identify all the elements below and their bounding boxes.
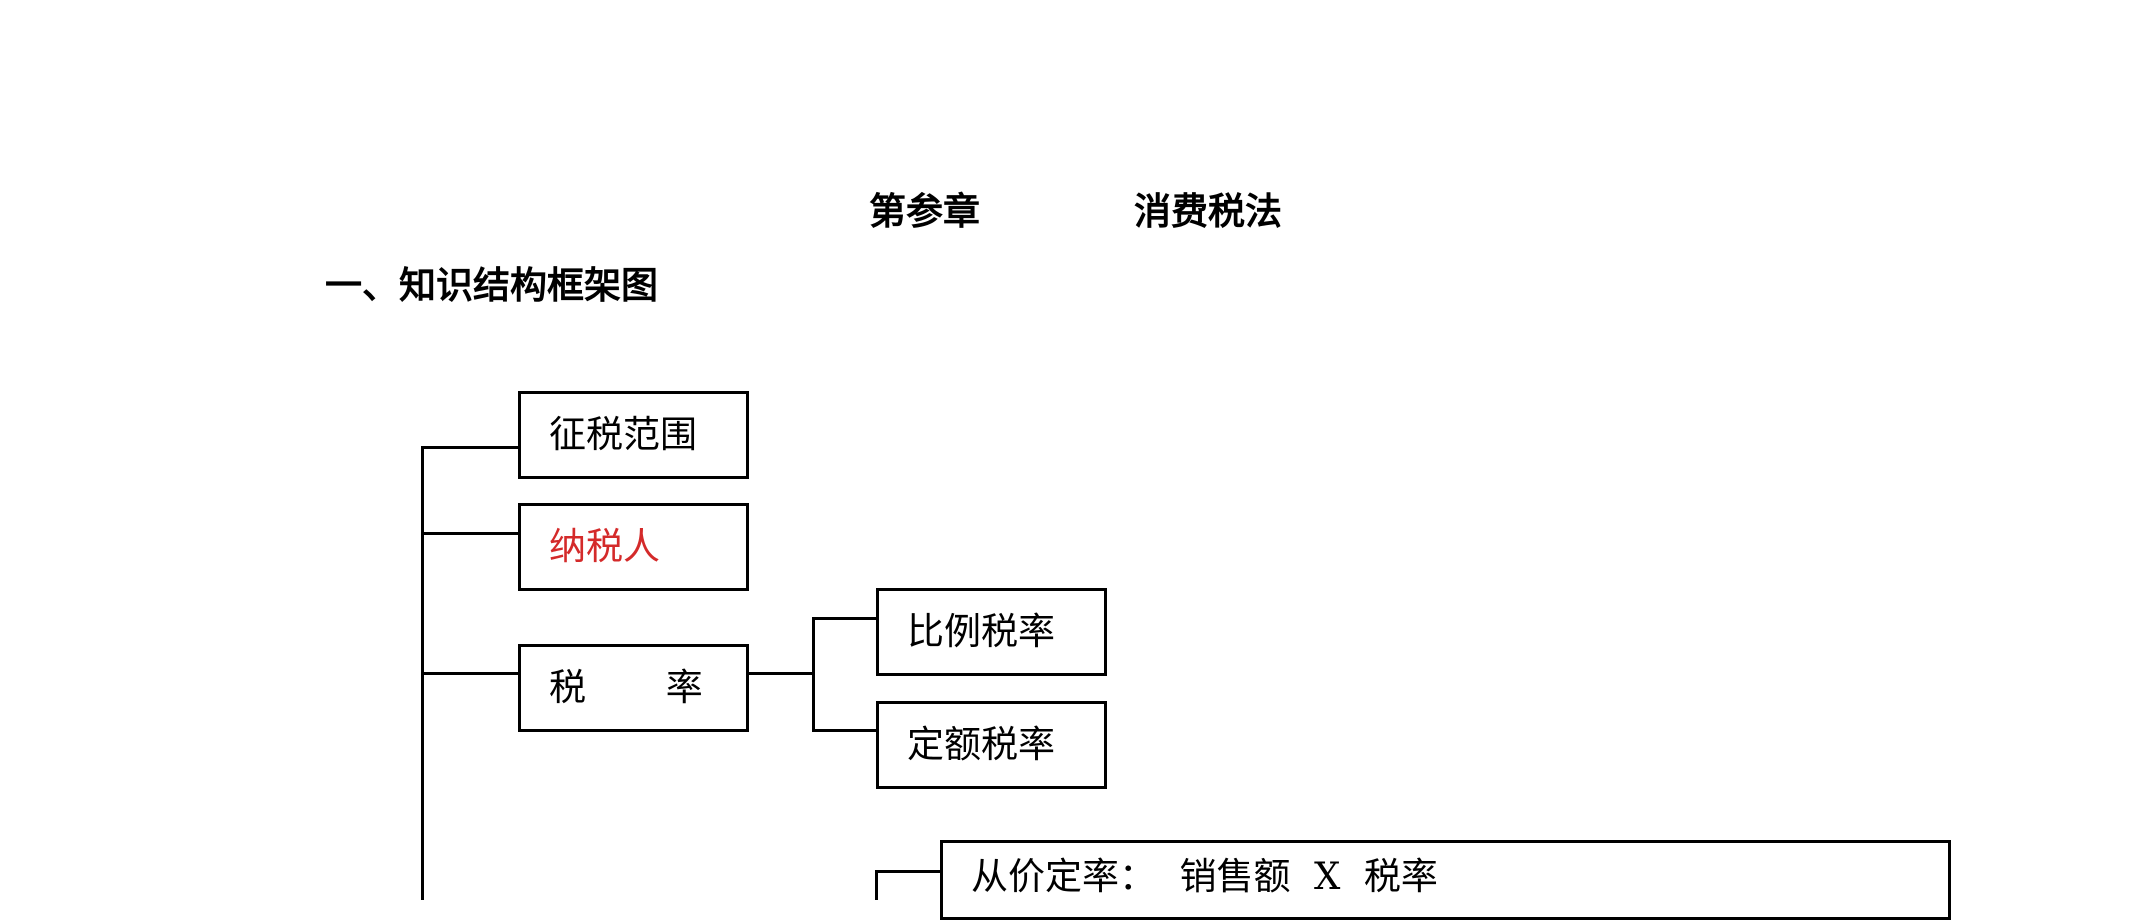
connector-proportional-rate: [812, 617, 879, 620]
node-tax-scope: 征税范围: [518, 391, 749, 479]
node-ad-valorem-label: 从价定率： 销售额 X 税率: [971, 855, 1438, 898]
node-tax-rate-label: 税 率: [549, 666, 737, 709]
chapter-number: 第参章: [869, 189, 980, 233]
method-branch-line: [875, 870, 878, 900]
node-ad-valorem: 从价定率： 销售额 X 税率: [940, 840, 1951, 920]
node-taxpayer: 纳税人: [518, 503, 749, 591]
connector-scope: [421, 446, 520, 449]
section-heading: 一、知识结构框架图: [325, 263, 658, 307]
node-proportional-rate-label: 比例税率: [907, 610, 1055, 653]
connector-fixed-rate: [812, 729, 879, 732]
connector-tax-rate: [421, 672, 520, 675]
node-fixed-rate-label: 定额税率: [907, 723, 1055, 766]
node-taxpayer-label: 纳税人: [549, 525, 660, 568]
node-fixed-rate: 定额税率: [876, 701, 1107, 789]
rate-branch-line: [812, 617, 815, 731]
connector-taxpayer: [421, 532, 520, 535]
chapter-title: 消费税法: [1134, 189, 1282, 233]
node-tax-scope-label: 征税范围: [549, 413, 697, 456]
node-tax-rate: 税 率: [518, 644, 749, 732]
node-proportional-rate: 比例税率: [876, 588, 1107, 676]
connector-tax-rate-out: [747, 672, 813, 675]
connector-ad-valorem: [875, 870, 942, 873]
